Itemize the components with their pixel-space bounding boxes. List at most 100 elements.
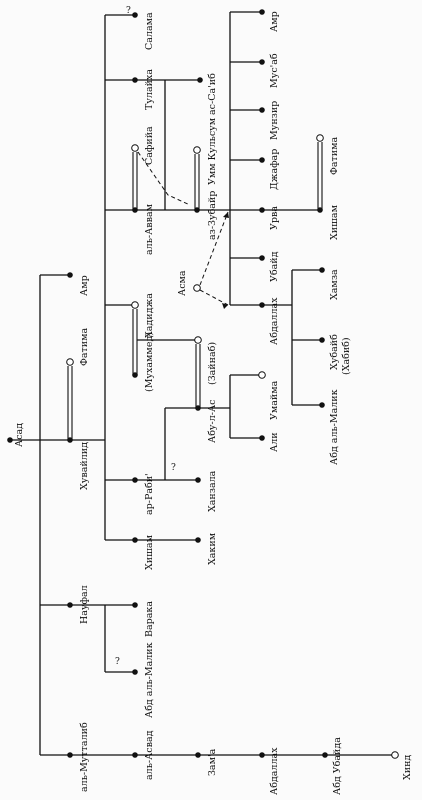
- label-hanzala: Ханзала: [207, 470, 218, 512]
- person-zaynab: (Зайнаб): [194, 336, 218, 385]
- unknown-mark-abd-almalik: ?: [115, 657, 120, 667]
- person-tulayha: Тулайха: [132, 69, 155, 110]
- marriage-zaynab-abulas: [195, 344, 201, 408]
- nawfal-children-bracket: [70, 604, 106, 672]
- label-abd-ubayda: Абд Убайда: [332, 737, 343, 795]
- abulas-children-bracket: [198, 374, 262, 439]
- label-abd-almalik-n: Абд аль-Малик: [144, 642, 155, 718]
- label-awwam: аль-Аввам: [144, 203, 155, 255]
- nawfal-children-stubs: [105, 604, 135, 673]
- label-fatima-b: Фатима: [329, 136, 340, 175]
- person-abdallah-z: Абдаллах: [259, 297, 280, 345]
- label-azzubayr: аз-Зубайр: [207, 191, 218, 240]
- person-abdallah-x: Абдаллах: [259, 747, 280, 795]
- person-amr-a: Амр: [67, 272, 90, 296]
- person-abulas: Абу-л-Ас: [195, 400, 218, 443]
- person-waraqa: Варака: [132, 601, 155, 637]
- abdallah-z-children-bracket: [262, 269, 322, 406]
- marriage-huwaylid-fatima: [67, 366, 73, 440]
- person-umayma: Умайма: [258, 371, 280, 420]
- person-umm-kulsum: Умм Кульсум: [193, 117, 218, 185]
- arrowhead-urwa: [223, 212, 229, 218]
- label-amr-b: Амр: [269, 11, 280, 32]
- marriage-awwam-safiya: [132, 152, 138, 210]
- person-hamza: Хамза: [319, 267, 340, 300]
- label-musab: Мус'аб: [269, 53, 280, 88]
- person-khadija: Хадиджа: [131, 293, 155, 338]
- person-urwa: Урва: [259, 206, 280, 230]
- label-waraqa: Варака: [144, 601, 155, 637]
- arrowhead-abdallah: [222, 303, 228, 309]
- label-abulas: Абу-л-Ас: [207, 400, 218, 443]
- person-muhammad: (Мухаммед): [132, 332, 155, 392]
- label-assaib: ас-Са'иб: [207, 73, 218, 115]
- label-abdallah-x: Абдаллах: [269, 747, 280, 795]
- zubayr-children-bracket: [197, 12, 231, 305]
- person-fatima-a: Фатима: [66, 327, 90, 366]
- label-huwaylid: Хувайлид: [79, 442, 90, 490]
- label-rabi: ар-Раби': [144, 473, 155, 515]
- person-munzir: Мунзир: [259, 101, 280, 140]
- label-zaynab: (Зайнаб): [207, 342, 218, 385]
- person-awwam: аль-Аввам: [132, 203, 155, 255]
- label-almuttalib: аль-Мутталиб: [79, 722, 90, 792]
- label-jafar: Джафар: [269, 149, 280, 190]
- person-hakim: Хаким: [195, 532, 218, 565]
- label-muhammad: (Мухаммед): [144, 332, 155, 392]
- person-asma: Асма: [177, 270, 201, 296]
- person-abd-ubayda: Абд Убайда: [322, 737, 343, 795]
- label-hisham: Хишам: [144, 534, 155, 570]
- label-fatima-a: Фатима: [79, 327, 90, 366]
- unknown-mark-salama: ?: [126, 6, 131, 16]
- person-ali: Али: [259, 432, 280, 452]
- tulayha-child-bracket: [135, 79, 166, 210]
- label-urwa: Урва: [269, 206, 280, 230]
- unknown-mark-hanzala: ?: [171, 463, 176, 473]
- person-hisham-b: Хишам: [317, 204, 340, 240]
- label-abd-almalik-b: Абд аль-Малик: [329, 389, 340, 465]
- label-umayma: Умайма: [269, 380, 280, 420]
- asad-children-stubs: [40, 274, 70, 756]
- person-salama: ? Салама: [126, 6, 155, 50]
- label-munzir: Мунзир: [269, 101, 280, 140]
- person-fatima-b: Фатима: [316, 134, 340, 175]
- person-safiya: Сафийа: [131, 126, 155, 165]
- marriage-khadija-muhammad: [132, 309, 138, 375]
- person-zama: Зам'а: [195, 748, 218, 776]
- person-assaib: ас-Са'иб: [197, 73, 218, 115]
- label-salama: Салама: [144, 12, 155, 50]
- label-ali: Али: [269, 432, 280, 452]
- huwaylid-children-stubs: [105, 14, 135, 541]
- person-hubayb: Хубайб (Хабиб): [319, 334, 352, 375]
- person-musab: Мус'аб: [259, 53, 280, 88]
- person-hanzala: Ханзала: [195, 470, 218, 512]
- label-asma: Асма: [177, 270, 188, 296]
- label-hind: Хинд: [402, 755, 413, 780]
- label-abdallah-z: Абдаллах: [269, 297, 280, 345]
- asad-children-bracket: [10, 275, 41, 755]
- person-abd-almalik-n: ? Абд аль-Малик: [115, 642, 155, 718]
- label-hamza: Хамза: [329, 269, 340, 300]
- label-zama: Зам'а: [207, 748, 218, 776]
- label-hubayb-alt: (Хабиб): [341, 337, 352, 375]
- dashed-link-asma-abdallah: [199, 289, 229, 306]
- person-azzubayr: аз-Зубайр: [194, 191, 218, 240]
- label-hubayb: Хубайб: [329, 334, 340, 370]
- label-asad: Асад: [14, 423, 25, 447]
- person-amr-b: Амр: [259, 9, 280, 32]
- person-almuttalib: аль-Мутталиб: [67, 722, 90, 792]
- person-ubayda-z: Убайд: [259, 251, 280, 282]
- rabi-children-bracket: [135, 407, 198, 481]
- label-ubayda-z: Убайд: [269, 251, 280, 282]
- label-umm-kulsum: Умм Кульсум: [207, 117, 218, 185]
- dashed-link-safiya: [137, 151, 191, 206]
- label-hisham-b: Хишам: [329, 204, 340, 240]
- label-hakim: Хаким: [207, 532, 218, 565]
- label-tulayha: Тулайха: [144, 69, 155, 110]
- label-khadija: Хадиджа: [144, 293, 155, 338]
- person-hind: Хинд: [391, 751, 413, 780]
- label-amr-a: Амр: [79, 275, 90, 296]
- zubayr-children-stubs: [230, 11, 262, 306]
